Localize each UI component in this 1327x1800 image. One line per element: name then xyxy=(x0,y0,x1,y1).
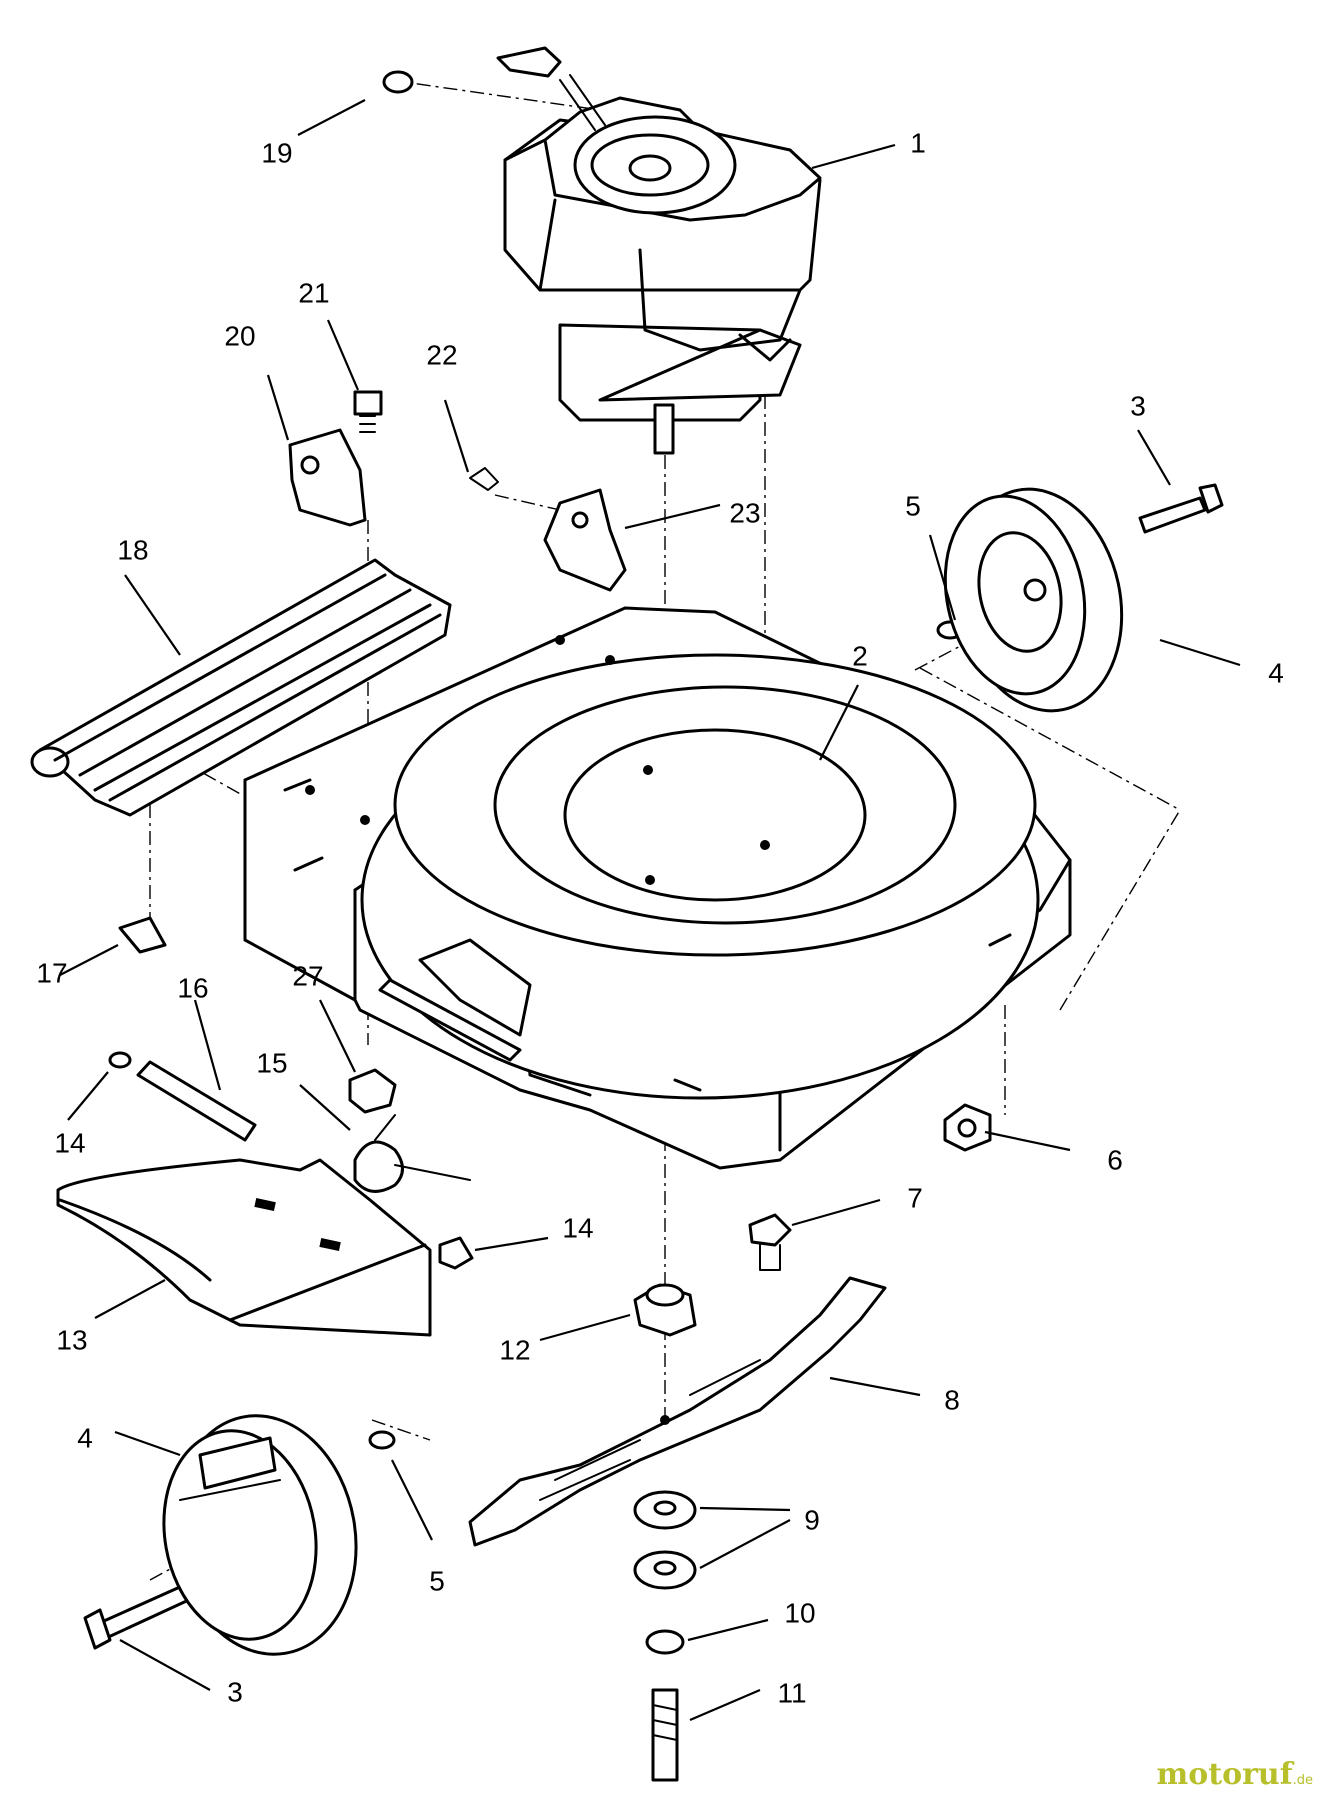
callout-2: 2 xyxy=(852,640,868,671)
callout-13: 13 xyxy=(56,1324,87,1355)
callout-11: 11 xyxy=(777,1677,806,1708)
rear-flap xyxy=(56,1158,432,1337)
callout-19: 19 xyxy=(261,137,292,168)
callout-6: 6 xyxy=(1107,1144,1123,1175)
watermark-tld: .de xyxy=(1292,1773,1313,1788)
callout-14-right: 14 xyxy=(562,1212,593,1243)
callout-9: 9 xyxy=(804,1504,820,1535)
callout-5-right: 5 xyxy=(905,490,921,521)
wheels xyxy=(162,487,1124,1656)
mower-deck xyxy=(243,606,1072,1170)
callout-16: 16 xyxy=(177,972,208,1003)
small-parts xyxy=(83,70,1224,1782)
callout-15: 15 xyxy=(256,1047,287,1078)
callout-17: 17 xyxy=(36,957,67,988)
callout-3-right: 3 xyxy=(1130,390,1146,421)
watermark-logo: motoruf.de xyxy=(1156,1757,1313,1792)
callout-14-left: 14 xyxy=(54,1127,85,1158)
callout-1: 1 xyxy=(910,127,926,158)
callout-27: 27 xyxy=(292,960,323,991)
callout-12: 12 xyxy=(499,1334,530,1365)
mower-blade xyxy=(468,1276,887,1547)
rear-rod-assembly xyxy=(30,558,452,817)
callout-7: 7 xyxy=(907,1182,923,1213)
callout-10: 10 xyxy=(784,1597,815,1628)
callout-20: 20 xyxy=(224,320,255,351)
watermark-text: motoruf xyxy=(1156,1757,1293,1792)
callout-18: 18 xyxy=(117,534,148,565)
engine xyxy=(496,46,822,455)
callout-22: 22 xyxy=(426,339,457,370)
callout-3-left: 3 xyxy=(227,1676,243,1707)
leader-lines xyxy=(59,99,1241,1722)
callout-8: 8 xyxy=(944,1384,960,1415)
callout-21: 21 xyxy=(298,277,329,308)
callout-4-left: 4 xyxy=(77,1422,93,1453)
callout-4-right: 4 xyxy=(1268,657,1284,688)
callout-labels: 1 2 3 4 5 6 7 8 9 10 11 12 13 14 14 15 1… xyxy=(36,127,1283,1708)
callout-5-left: 5 xyxy=(429,1565,445,1596)
callout-23: 23 xyxy=(729,497,760,528)
